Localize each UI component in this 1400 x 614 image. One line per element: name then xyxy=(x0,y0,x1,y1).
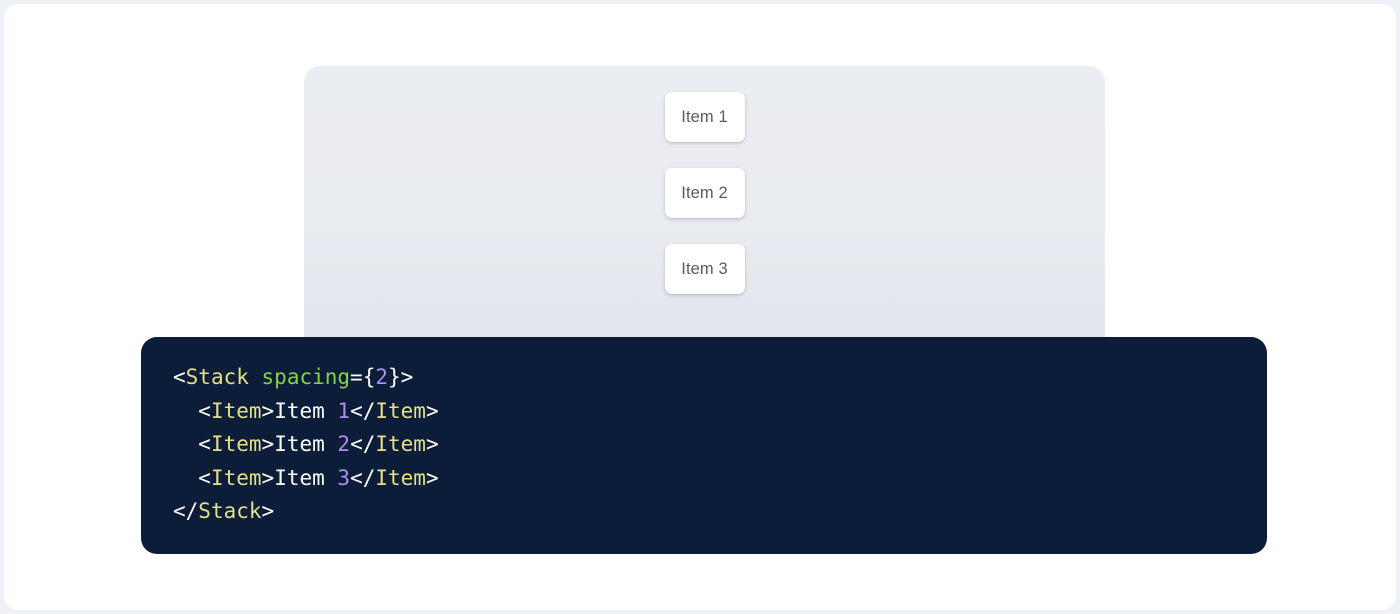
code-token-punc: }> xyxy=(388,365,414,389)
code-token-punc: </ xyxy=(350,432,376,457)
code-token-punc: </ xyxy=(173,499,199,524)
code-token-punc: ={ xyxy=(350,365,376,389)
code-line: <Item>Item 2</Item> xyxy=(173,432,439,457)
stack-item-label: Item 2 xyxy=(681,183,728,202)
code-line: <Item>Item 3</Item> xyxy=(173,465,439,490)
code-token-text: Item xyxy=(274,432,338,457)
stack-item[interactable]: Item 2 xyxy=(664,168,745,218)
code-token-punc: </ xyxy=(350,465,376,490)
code-token-tag: Stack xyxy=(185,365,249,389)
code-token-punc: < xyxy=(198,465,211,490)
code-token-punc: > xyxy=(425,465,439,490)
stack-item[interactable]: Item 1 xyxy=(664,92,745,142)
code-token-tag: Item xyxy=(210,398,262,423)
code-token-punc: < xyxy=(198,398,211,423)
code-token-punc: > xyxy=(261,465,275,490)
code-token-punc: > xyxy=(261,398,275,423)
code-token-num: 2 xyxy=(337,432,351,457)
code-token-punc: > xyxy=(425,432,439,457)
code-token-num: 3 xyxy=(337,465,351,490)
code-token-text: Item xyxy=(274,465,338,490)
stack-item-label: Item 1 xyxy=(681,107,728,126)
code-line: </Stack> xyxy=(173,499,274,523)
stack-container: Item 1 Item 2 Item 3 xyxy=(304,92,1105,294)
code-token-tag: Item xyxy=(375,398,426,423)
code-token-punc: > xyxy=(425,398,439,423)
component-preview-panel: Item 1 Item 2 Item 3 xyxy=(304,66,1105,356)
code-token-text: Item xyxy=(274,398,338,423)
code-snippet-block[interactable]: <Stack spacing={2}> <Item>Item 1</Item> … xyxy=(141,337,1267,554)
code-token-punc: < xyxy=(173,365,186,389)
code-token-punc: </ xyxy=(350,398,376,423)
code-token-tag: Item xyxy=(375,465,426,490)
code-token-num: 2 xyxy=(375,365,388,389)
code-line: <Stack spacing={2}> xyxy=(173,365,413,389)
code-token-text xyxy=(249,365,262,389)
code-token-tag: Stack xyxy=(198,499,262,524)
code-token-attr: spacing xyxy=(261,365,351,389)
stack-item-label: Item 3 xyxy=(681,259,728,278)
code-token-tag: Item xyxy=(375,432,426,457)
code-token-punc: > xyxy=(261,499,275,524)
code-token-tag: Item xyxy=(210,432,262,457)
code-token-punc: > xyxy=(261,432,275,457)
code-token-tag: Item xyxy=(210,465,262,490)
code-line: <Item>Item 1</Item> xyxy=(173,398,439,423)
stack-item[interactable]: Item 3 xyxy=(664,244,745,294)
code-token-num: 1 xyxy=(337,398,351,423)
code-token-punc: < xyxy=(198,432,211,457)
code-snippet-text: <Stack spacing={2}> <Item>Item 1</Item> … xyxy=(173,361,1237,529)
